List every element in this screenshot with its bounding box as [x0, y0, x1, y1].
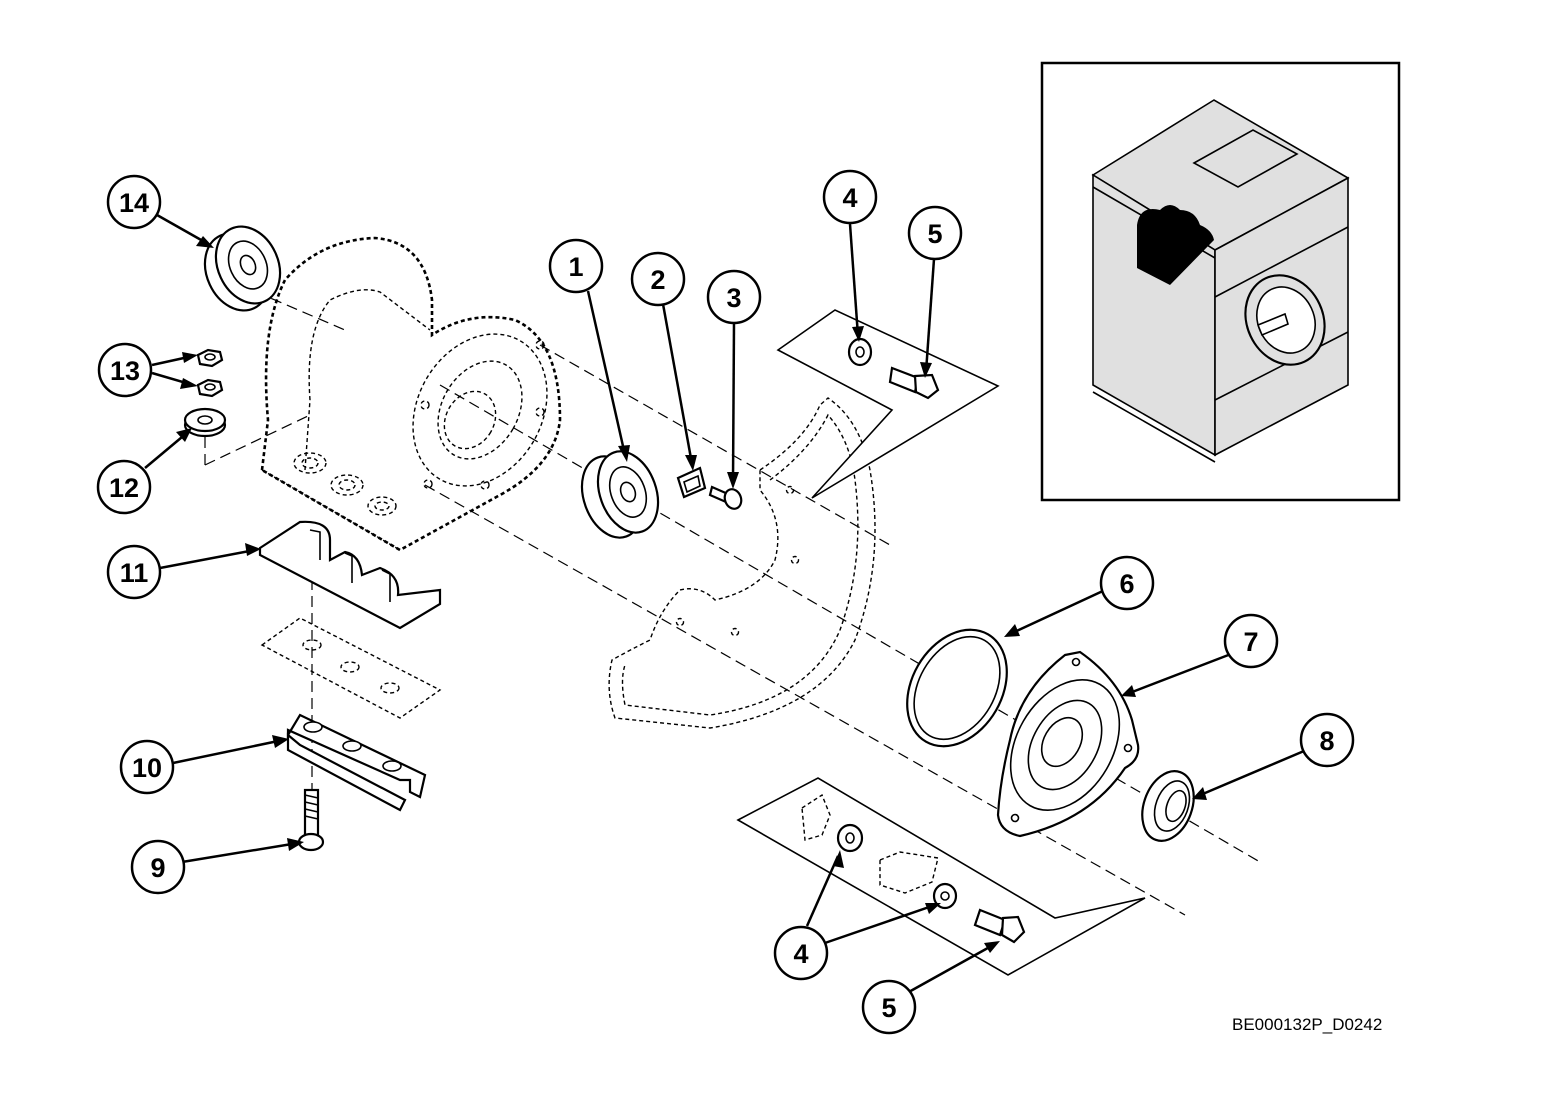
- part-10-channel-bracket: [286, 713, 427, 812]
- callout-12-label: 12: [109, 473, 139, 503]
- callout-5-upper-label: 5: [927, 219, 942, 249]
- callout-3-label: 3: [726, 283, 741, 313]
- bearing-housing-outline: [260, 236, 562, 552]
- part-12-washer: [183, 407, 227, 438]
- callout-14-label: 14: [119, 188, 149, 218]
- callout-4-upper: 4: [822, 169, 878, 225]
- part-11-slotted-shim: [258, 520, 442, 630]
- callout-2: 2: [630, 251, 686, 307]
- callout-6-label: 6: [1119, 569, 1134, 599]
- callout-1: 1: [548, 238, 604, 294]
- callout-4-upper-label: 4: [842, 183, 857, 213]
- mounting-plate-outline: [608, 397, 876, 729]
- shim-plate-outline: [260, 617, 442, 719]
- callout-3: 3: [706, 269, 762, 325]
- callout-2-label: 2: [650, 265, 665, 295]
- part-14-bearing: [203, 225, 282, 312]
- callout-5-upper: 5: [907, 205, 963, 261]
- callout-12: 12: [96, 459, 152, 515]
- callout-6: 6: [1099, 555, 1155, 611]
- callout-9-label: 9: [150, 853, 165, 883]
- callout-13: 13: [97, 342, 153, 398]
- part-1-bearing: [580, 450, 660, 539]
- machine-illustration: [1091, 99, 1350, 463]
- arrowheads: [176, 236, 1207, 953]
- part-3-screw: [708, 485, 743, 510]
- callout-8-label: 8: [1319, 726, 1334, 756]
- part-8-seal: [1141, 770, 1195, 842]
- lower-detail-panel: [736, 777, 1146, 976]
- callout-10-label: 10: [132, 753, 162, 783]
- callout-4-lower-label: 4: [793, 939, 808, 969]
- callout-8: 8: [1299, 712, 1355, 768]
- part-7-flange-cover: [996, 650, 1140, 838]
- callout-11-label: 11: [120, 558, 149, 588]
- upper-detail-panel: [776, 309, 1000, 499]
- part-2-clip: [676, 466, 707, 499]
- callout-1-label: 1: [568, 252, 583, 282]
- callout-4-lower: 4: [773, 925, 829, 981]
- callout-7: 7: [1223, 613, 1279, 669]
- callout-9: 9: [130, 839, 186, 895]
- leader-lines: [144, 213, 1305, 995]
- callout-5-lower-label: 5: [881, 993, 896, 1023]
- callout-7-label: 7: [1243, 627, 1258, 657]
- drawing-code: BE000132P_D0242: [1232, 1015, 1383, 1034]
- callout-14: 14: [106, 174, 162, 230]
- callout-13-label: 13: [110, 356, 140, 386]
- callout-11: 11: [106, 544, 162, 600]
- callout-5-lower: 5: [861, 979, 917, 1035]
- part-6-o-ring: [906, 628, 1008, 748]
- callout-10: 10: [119, 739, 175, 795]
- part-13-nuts: [196, 348, 224, 398]
- part-9-bolt: [297, 788, 325, 852]
- locator-inset: [1040, 61, 1401, 502]
